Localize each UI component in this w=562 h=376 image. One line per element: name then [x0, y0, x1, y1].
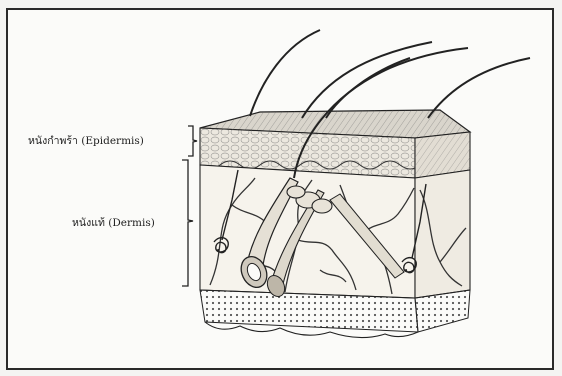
- epidermis-bracket: [188, 126, 197, 156]
- dermis-bracket: [182, 160, 193, 286]
